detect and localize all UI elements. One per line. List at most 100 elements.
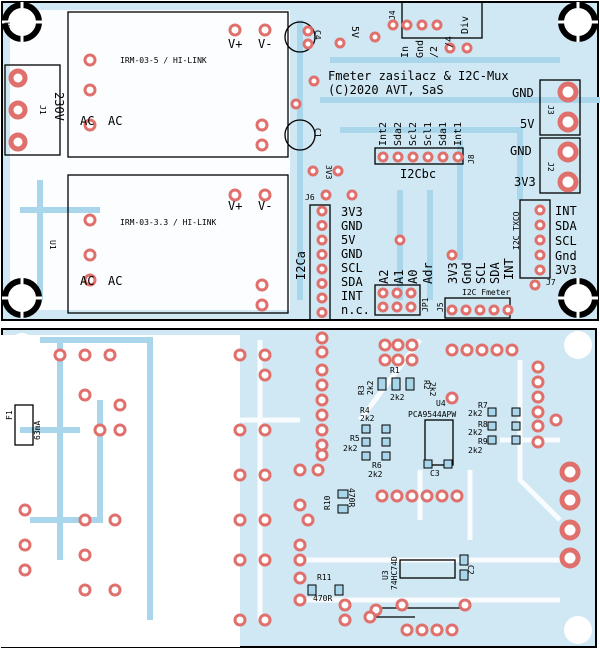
pad: [531, 375, 545, 389]
pad: [258, 348, 272, 362]
pad: [346, 189, 358, 201]
pad: [315, 345, 329, 359]
j7-outline: [519, 199, 551, 279]
j3-ref: J3: [546, 105, 555, 115]
r2-ref: R2: [422, 380, 431, 390]
r3-value: 2k2: [366, 380, 375, 395]
pad: [316, 220, 328, 231]
u1-vminus: V-: [258, 199, 272, 213]
u4-part: PCA9544APW: [408, 410, 456, 419]
pad: [549, 413, 563, 427]
pad: [338, 613, 352, 627]
pad: [446, 304, 458, 316]
j5-pin-label: INT: [502, 258, 516, 280]
pad: [108, 513, 122, 527]
pad: [505, 343, 519, 357]
pad: [8, 100, 28, 120]
pad: [559, 489, 581, 511]
u1-outline: [67, 174, 289, 314]
pad: [18, 538, 32, 552]
j6-pin-label: 5V: [341, 233, 355, 247]
smd-pad: [405, 377, 415, 391]
j6-connector: J6 I2Ca 3V3 GND 5V GND SCL SDA INT n.c.: [294, 193, 370, 317]
smd-pad: [377, 377, 387, 391]
pad: [315, 448, 329, 462]
pads: [8, 19, 581, 637]
j3-pin-label: 5V: [520, 117, 534, 131]
j8-connector: Int2 Sda2 Scl2 Scl1 Sda1 Int1 J8 I2Cbc: [378, 122, 476, 181]
j2-ref: J2: [546, 162, 555, 172]
pad: [316, 263, 328, 275]
smd-pad: [391, 377, 401, 391]
r3-ref: R3: [357, 385, 366, 395]
r1-ref: R1: [390, 366, 400, 375]
mounting-holes-bottom: [10, 331, 592, 644]
f1-value: 63mA: [33, 421, 42, 440]
pad: [531, 360, 545, 374]
jp1-pin-label: Adr: [421, 262, 435, 284]
pad: [415, 623, 429, 637]
j3-pin-label: GND: [512, 86, 534, 100]
j7-pin-label: 3V3: [555, 263, 577, 277]
pad: [258, 368, 272, 382]
u3-ref: U3: [381, 570, 390, 580]
j7-pin-label: SDA: [555, 219, 577, 233]
pad: [391, 353, 405, 367]
jp1-ref: JP1: [421, 297, 430, 312]
j8-pin-label: Scl1: [423, 122, 434, 146]
j5-ref: J5: [436, 302, 445, 312]
r10-ref: R10: [323, 495, 332, 510]
f1-outline: [14, 404, 34, 446]
j8-pin-label: Int1: [453, 122, 464, 146]
j1-ref: J1: [38, 105, 47, 115]
pad: [316, 205, 328, 217]
smd-pad: [361, 437, 371, 447]
pad: [369, 31, 381, 43]
pad: [103, 348, 117, 362]
r4-ref: R4: [360, 406, 370, 415]
smd-pad: [511, 407, 521, 417]
pad: [316, 278, 328, 289]
u1-ac1: AC: [80, 274, 94, 288]
pad: [316, 307, 328, 318]
pad: [490, 343, 504, 357]
pad: [391, 287, 403, 299]
pad: [531, 405, 545, 419]
pad: [228, 188, 242, 202]
r2-value: 2k2: [428, 382, 437, 397]
pad: [78, 583, 92, 597]
j2-pin-label: 3V3: [514, 175, 536, 189]
u1-ref: U1: [48, 240, 57, 250]
pad: [255, 138, 269, 152]
pad: [18, 503, 32, 517]
smd-pad: [337, 504, 349, 514]
smd-pad: [381, 437, 391, 447]
pad: [445, 623, 459, 637]
u1-ac2: AC: [108, 274, 122, 288]
pad: [534, 264, 546, 276]
smd-pad: [443, 459, 453, 469]
smd-pad: [487, 435, 497, 445]
pad: [390, 489, 404, 503]
pad: [534, 204, 546, 216]
pad: [53, 348, 67, 362]
j7-pin-label: INT: [555, 204, 577, 218]
pad: [391, 301, 403, 313]
pad: [452, 151, 464, 163]
j2-connector: GND 3V3 J2: [510, 144, 555, 189]
j8-pin-label: Sda2: [393, 122, 404, 146]
c1-outline: [284, 119, 316, 151]
u2-vminus: V-: [258, 37, 272, 51]
pad: [437, 151, 449, 163]
pad: [460, 343, 474, 357]
pad: [8, 68, 28, 88]
smd-pad: [487, 421, 497, 431]
pad: [559, 519, 581, 541]
pad: [405, 489, 419, 503]
pad: [559, 547, 581, 569]
j3-outline: [539, 79, 581, 136]
pad: [255, 298, 269, 312]
pad: [363, 610, 377, 624]
c3-ref: C3: [430, 469, 440, 478]
smd-pad: [334, 584, 344, 596]
